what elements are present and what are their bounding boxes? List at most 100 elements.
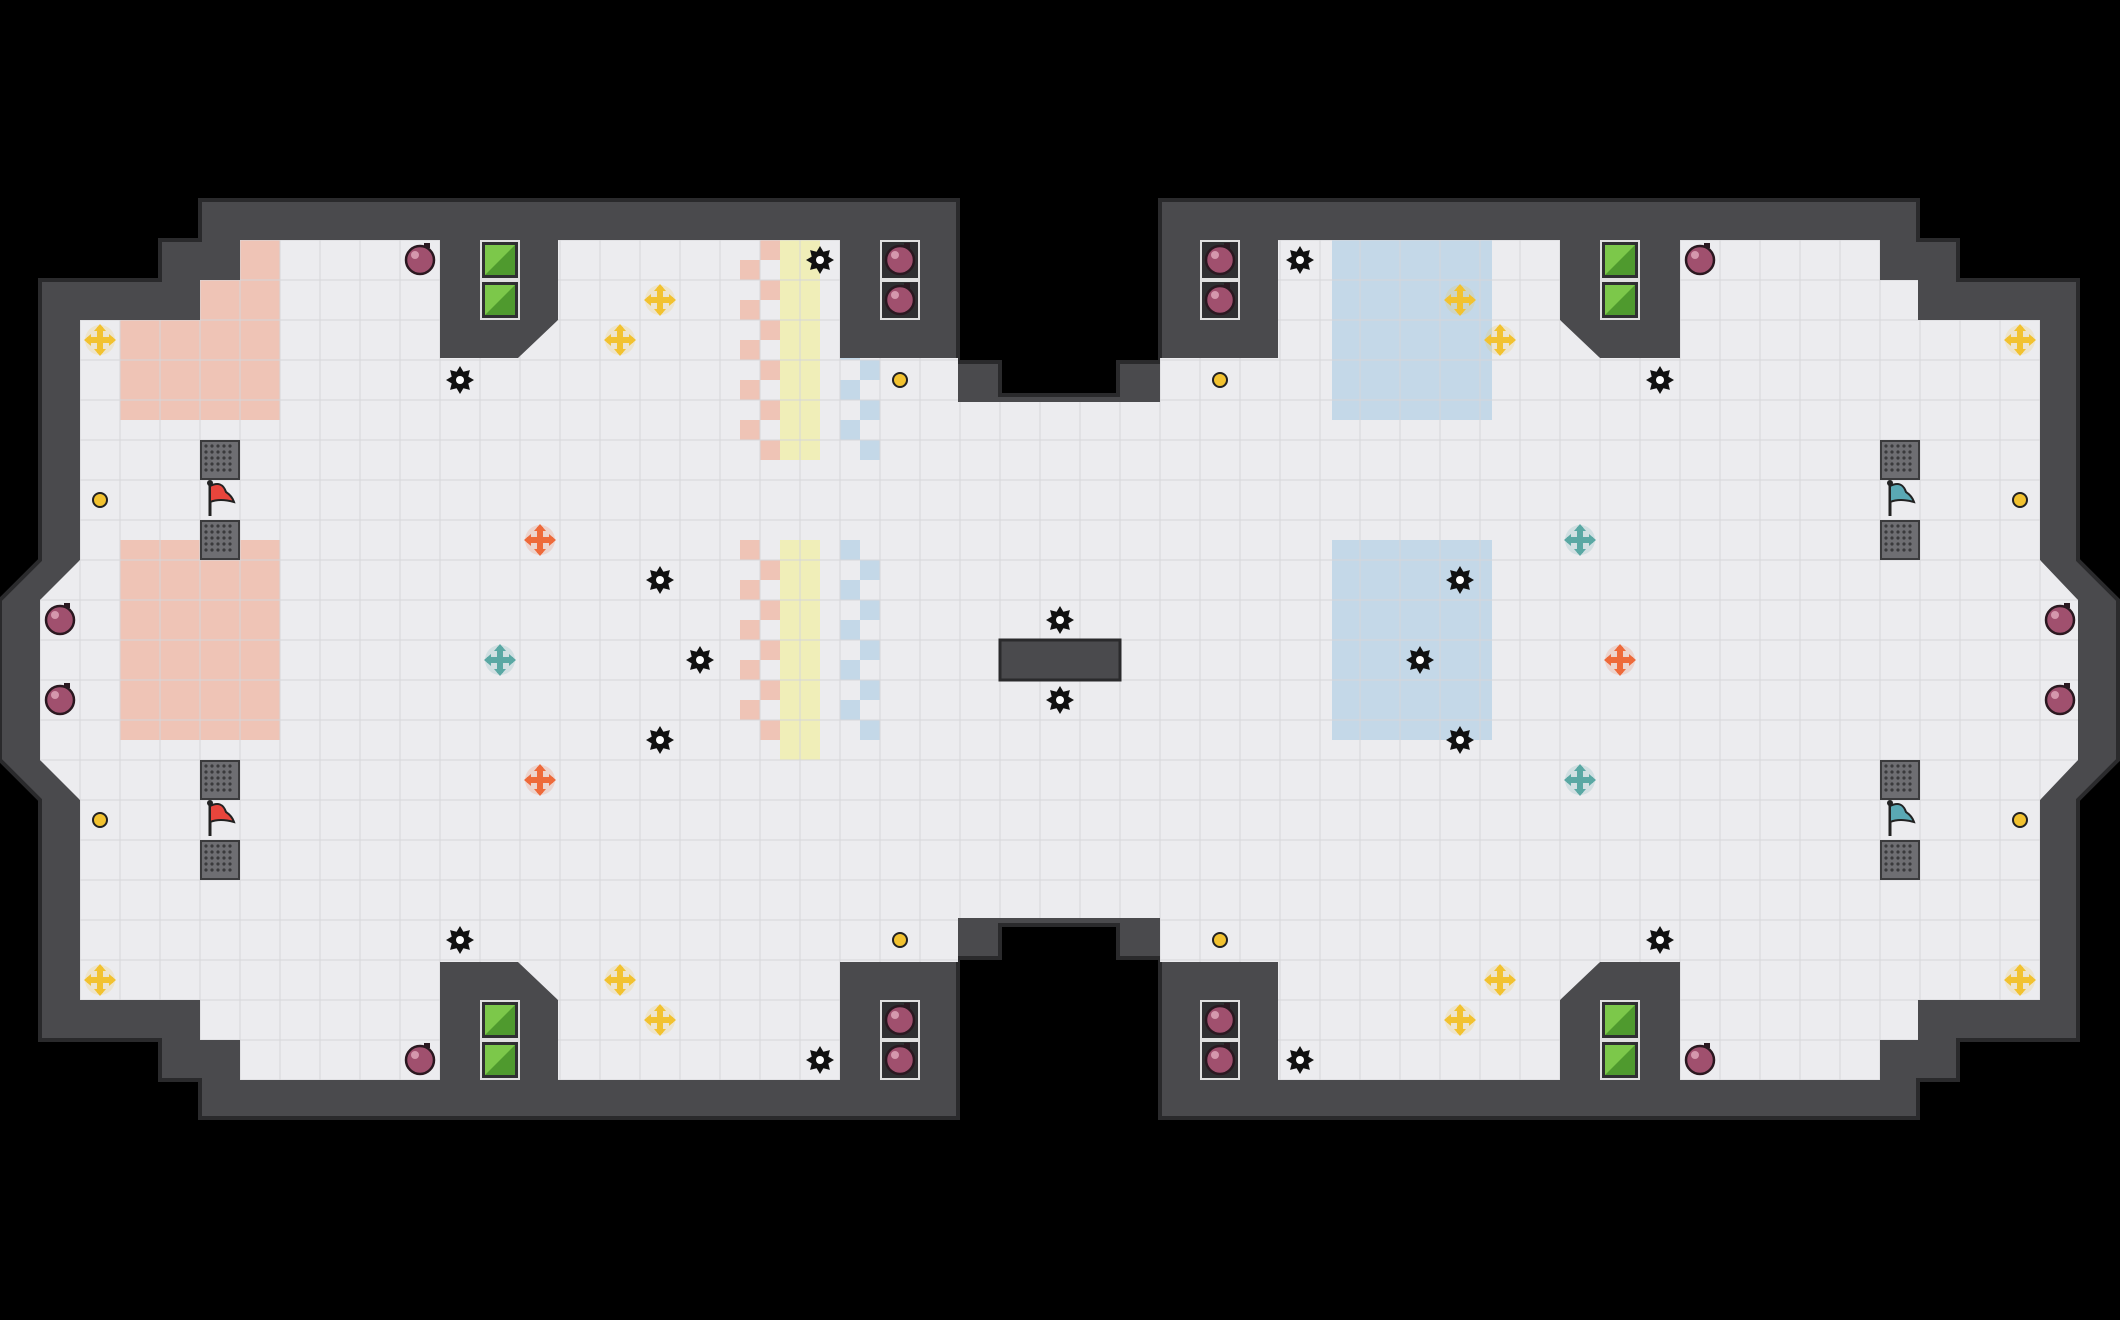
boost-pad-icon (1484, 324, 1516, 356)
checker-blue (840, 660, 860, 680)
vent-icon (200, 840, 240, 880)
checker-red (760, 360, 780, 380)
checker-blue (860, 400, 880, 420)
boost-pad-icon (1564, 524, 1596, 556)
vent-icon (1880, 840, 1920, 880)
blue-flag-icon (1887, 800, 1916, 836)
bomb-icon (1204, 1003, 1236, 1036)
checker-red (760, 600, 780, 620)
boost-pad-icon (2004, 324, 2036, 356)
boost-pad-icon (1564, 764, 1596, 796)
checker-red (760, 240, 780, 260)
gate-icon (1600, 280, 1640, 320)
checker-red (740, 420, 760, 440)
checker-blue (860, 640, 880, 660)
checker-red (760, 560, 780, 580)
bomb-icon (2044, 603, 2076, 636)
boost-pad-icon (604, 964, 636, 996)
bomb-icon (1204, 283, 1236, 316)
checker-red (740, 260, 760, 280)
boost-pad-icon (484, 644, 516, 676)
vent-icon (200, 440, 240, 480)
checker-blue (860, 720, 880, 740)
bomb-icon (1684, 1043, 1716, 1076)
spike-icon (1286, 1046, 1314, 1074)
checker-red (740, 660, 760, 680)
blue-base-zone-top (1332, 240, 1492, 420)
checker-red (740, 340, 760, 360)
checker-blue (840, 380, 860, 400)
checker-red (760, 440, 780, 460)
bomb-icon (884, 283, 916, 316)
bomb-icon (884, 243, 916, 276)
vent-icon (200, 520, 240, 560)
coin-icon (2012, 492, 2028, 508)
bomb-icon (884, 1003, 916, 1036)
checker-blue (860, 440, 880, 460)
vent-icon (1880, 440, 1920, 480)
red-flag-icon (207, 480, 236, 516)
checker-red (760, 640, 780, 660)
coin-icon (892, 372, 908, 388)
gate-icon (480, 240, 520, 280)
vent-icon (1880, 520, 1920, 560)
checker-blue (860, 560, 880, 580)
checker-red (760, 720, 780, 740)
coin-icon (892, 932, 908, 948)
objects (44, 240, 2076, 1080)
checker-blue (840, 620, 860, 640)
gate-icon (1600, 1000, 1640, 1040)
checker-blue (860, 600, 880, 620)
boost-pad-icon (524, 764, 556, 796)
bomb-icon (1204, 1043, 1236, 1076)
spike-icon (806, 1046, 834, 1074)
checker-red (760, 400, 780, 420)
checker-red (740, 540, 760, 560)
spike-icon (646, 566, 674, 594)
coin-icon (92, 812, 108, 828)
checker-red (740, 700, 760, 720)
spike-icon (686, 646, 714, 674)
checker-blue (840, 420, 860, 440)
checker-blue (840, 540, 860, 560)
spike-icon (806, 246, 834, 274)
checker-blue (840, 580, 860, 600)
gate-icon (480, 280, 520, 320)
boost-pad-icon (1444, 284, 1476, 316)
spike-icon (1446, 566, 1474, 594)
coin-icon (1212, 372, 1228, 388)
checker-red (740, 620, 760, 640)
spike-icon (1046, 686, 1074, 714)
blue-flag-icon (1887, 480, 1916, 516)
spike-icon (1446, 726, 1474, 754)
boost-pad-icon (84, 324, 116, 356)
boost-pad-icon (1604, 644, 1636, 676)
spike-icon (1646, 366, 1674, 394)
coin-icon (92, 492, 108, 508)
spike-icon (1646, 926, 1674, 954)
gate-icon (480, 1000, 520, 1040)
bomb-icon (44, 683, 76, 716)
checker-blue (840, 700, 860, 720)
boost-pad-icon (2004, 964, 2036, 996)
checker-blue (860, 680, 880, 700)
bomb-icon (884, 1043, 916, 1076)
checker-red (760, 680, 780, 700)
checker-red (760, 320, 780, 340)
checker-red (760, 280, 780, 300)
boost-pad-icon (524, 524, 556, 556)
bomb-icon (1684, 243, 1716, 276)
spike-icon (1046, 606, 1074, 634)
checker-red (740, 380, 760, 400)
gate-icon (1600, 1040, 1640, 1080)
gate-icon (480, 1040, 520, 1080)
checker-blue (860, 360, 880, 380)
boost-pad-icon (604, 324, 636, 356)
boost-pad-icon (84, 964, 116, 996)
boost-pad-icon (1484, 964, 1516, 996)
bomb-icon (44, 603, 76, 636)
coin-icon (2012, 812, 2028, 828)
spike-icon (446, 926, 474, 954)
